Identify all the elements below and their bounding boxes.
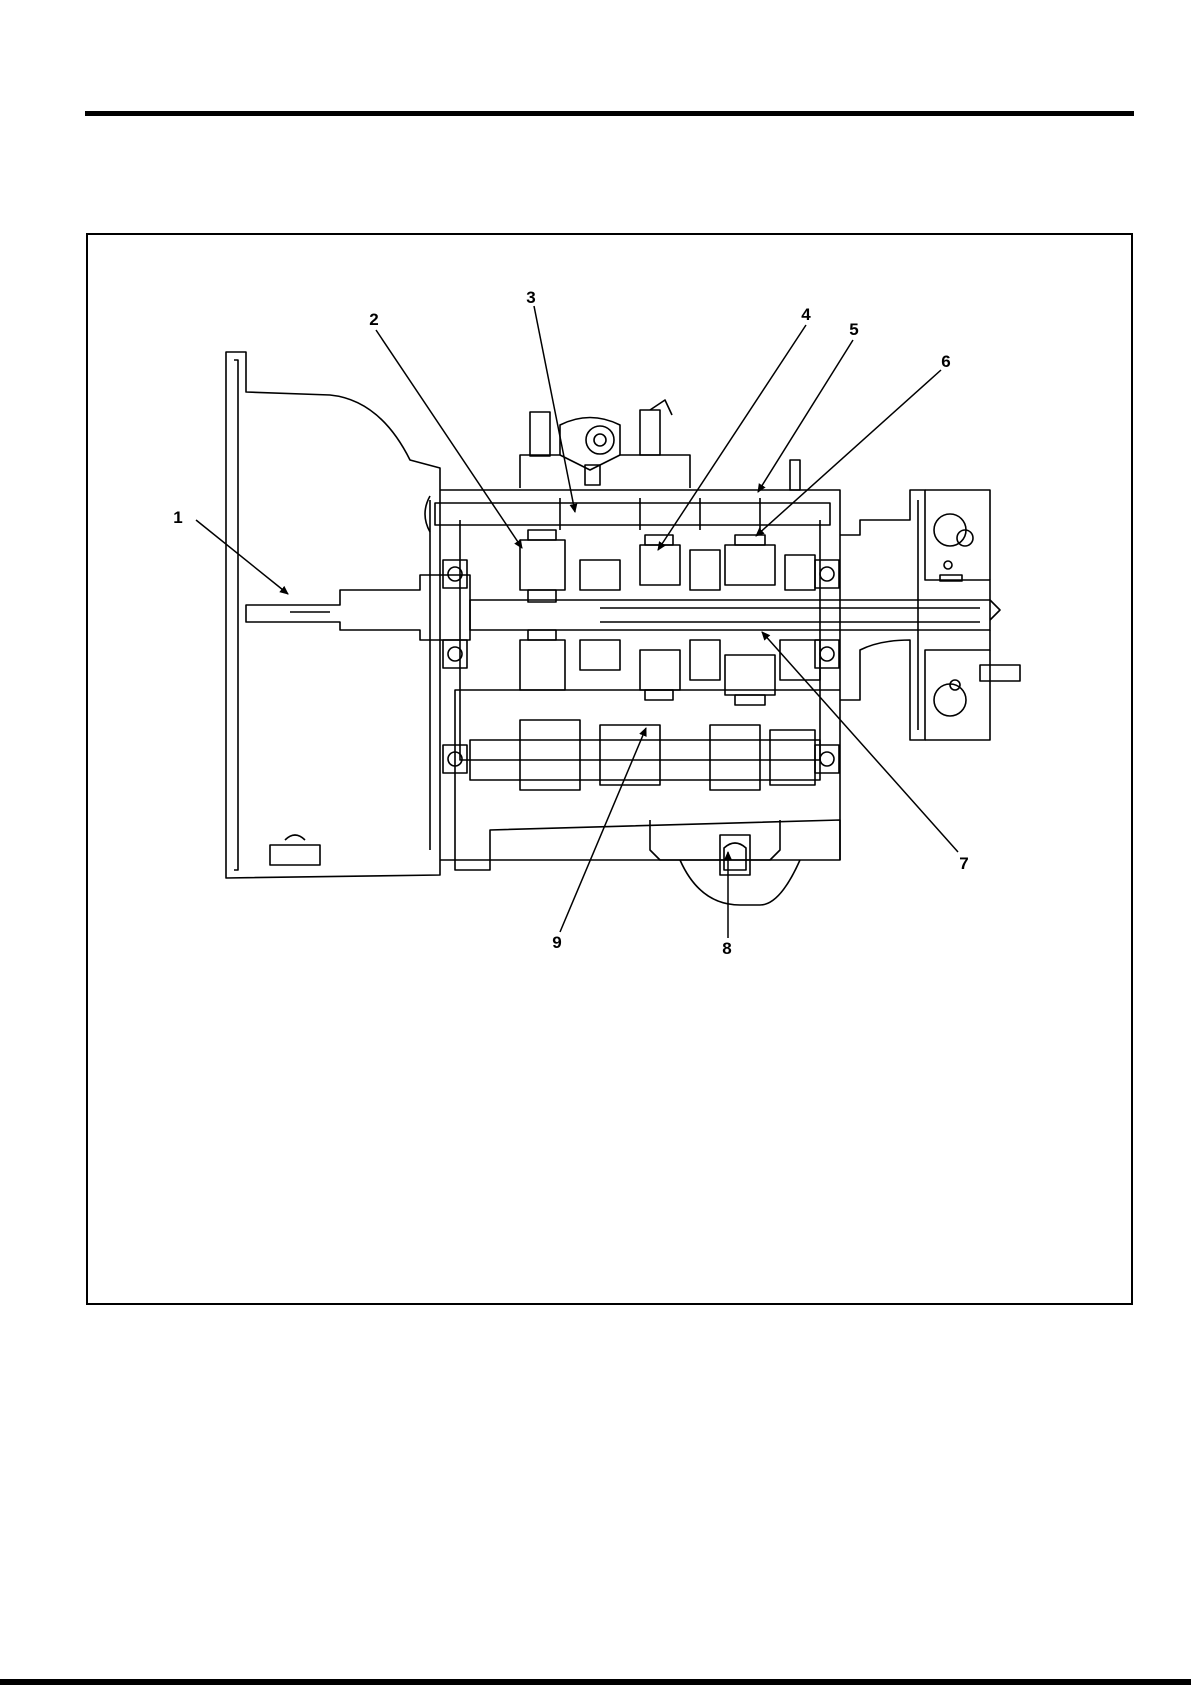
callout-4: 4: [801, 305, 811, 324]
leader-line-3: [534, 306, 575, 512]
callout-8: 8: [722, 939, 731, 958]
callout-1: 1: [173, 508, 182, 527]
callout-5: 5: [849, 320, 858, 339]
leader-line-4: [658, 325, 806, 550]
leader-line-1: [196, 520, 288, 594]
callout-2: 2: [369, 310, 378, 329]
callout-labels: 1 2 3 4 5 6 7 8 9: [173, 288, 968, 958]
callout-3: 3: [526, 288, 535, 307]
page-bottom-edge: [0, 1679, 1191, 1685]
leader-line-5: [758, 340, 853, 492]
callout-6: 6: [941, 352, 950, 371]
transmission-drawing: [226, 352, 1020, 905]
leader-line-9: [560, 728, 646, 932]
leader-line-6: [756, 370, 941, 536]
callout-9: 9: [552, 933, 561, 952]
callout-7: 7: [959, 854, 968, 873]
